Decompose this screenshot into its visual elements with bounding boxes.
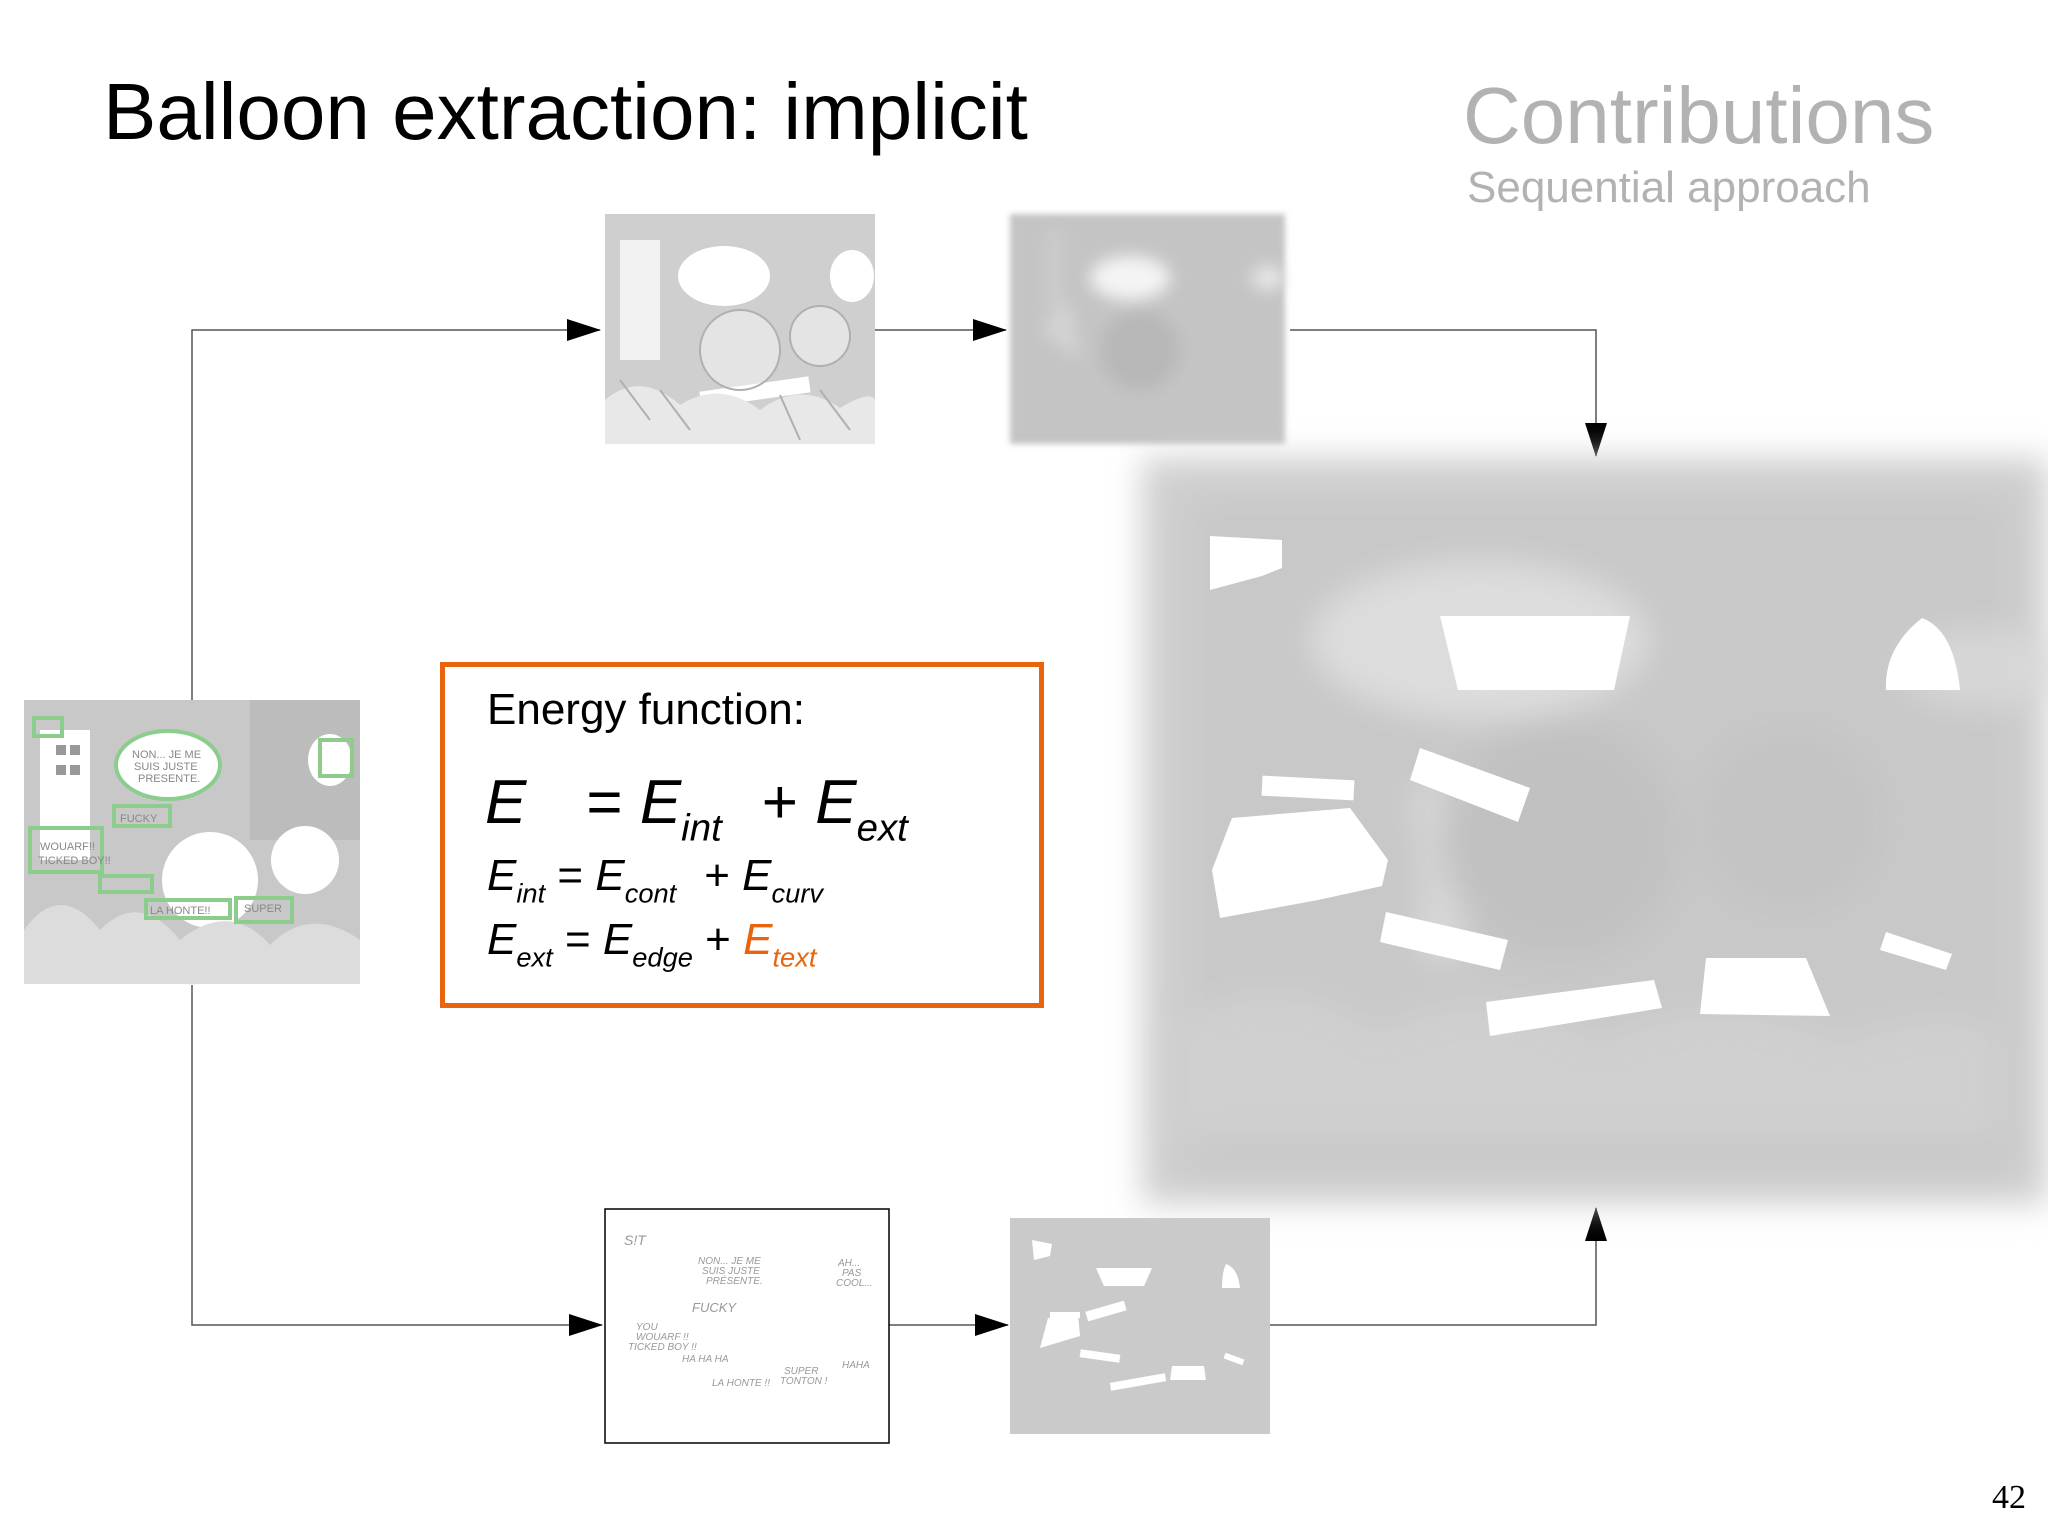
svg-text:SUPER: SUPER <box>784 1366 818 1377</box>
eq-symbol: E <box>743 915 773 964</box>
eq-symbol: E <box>639 768 682 837</box>
energy-function-box: Energy function: E= Eint+ Eext Eint = Ec… <box>440 662 1044 1008</box>
energy-heading: Energy function: <box>487 685 805 734</box>
eq-subscript: text <box>772 941 817 973</box>
svg-text:AH...: AH... <box>837 1258 860 1269</box>
energy-equation-external: Eext = Eedge + Etext <box>487 915 816 973</box>
smoothed-thumbnail <box>1010 214 1285 444</box>
svg-text:FUCKY: FUCKY <box>120 813 158 825</box>
svg-text:HA HA HA: HA HA HA <box>682 1354 729 1365</box>
arrow-to-top-thumb <box>191 319 601 700</box>
eq-symbol: E <box>815 768 857 837</box>
section-title: Contributions <box>1463 71 1935 160</box>
eq-symbol: E <box>742 851 772 900</box>
eq-subscript: curv <box>771 877 824 909</box>
eq-operator: + <box>704 851 730 900</box>
text-mask-thumbnail <box>1010 1218 1270 1434</box>
text-detection-thumbnail: S!T NON... JE ME SUIS JUSTE PRÉSENTE. AH… <box>604 1208 890 1444</box>
svg-text:HAHA: HAHA <box>842 1360 870 1371</box>
svg-text:S!T: S!T <box>624 1232 647 1248</box>
eq-symbol: E <box>602 915 633 964</box>
eq-subscript: ext <box>856 806 908 850</box>
eq-subscript: edge <box>632 941 693 973</box>
svg-text:LA HONTE!!: LA HONTE!! <box>150 905 211 917</box>
svg-text:PRÉSENTE.: PRÉSENTE. <box>706 1274 763 1287</box>
svg-text:SUIS JUSTE: SUIS JUSTE <box>702 1266 760 1277</box>
svg-text:YOU: YOU <box>636 1322 658 1333</box>
arrow-to-result-bottom <box>1270 1207 1607 1326</box>
svg-text:SUPER: SUPER <box>244 903 282 915</box>
eq-operator: = <box>557 851 584 900</box>
svg-text:LA HONTE !!: LA HONTE !! <box>712 1378 770 1389</box>
energy-equation-internal: Eint = Econt + Ecurv <box>487 851 823 909</box>
input-comic-thumbnail: NON... JE ME SUIS JUSTE PRESENTE. FUCKY … <box>24 700 360 984</box>
eq-symbol: E <box>487 915 517 964</box>
eq-subscript: int <box>516 877 546 909</box>
slide-title: Balloon extraction: implicit <box>103 67 1028 156</box>
svg-text:PAS: PAS <box>842 1268 862 1279</box>
svg-text:WOUARF !!: WOUARF !! <box>636 1332 689 1343</box>
svg-text:TICKED BOY!!: TICKED BOY!! <box>38 855 111 867</box>
svg-text:COOL...: COOL... <box>836 1278 873 1289</box>
section-subtitle: Sequential approach <box>1467 163 1871 212</box>
svg-text:WOUARF!!: WOUARF!! <box>40 841 95 853</box>
eq-symbol: E <box>485 768 527 837</box>
eq-symbol: E <box>487 851 517 900</box>
svg-text:SUIS JUSTE: SUIS JUSTE <box>134 761 198 773</box>
page-number: 42 <box>1992 1479 2026 1516</box>
eq-symbol: E <box>595 851 625 900</box>
svg-text:TICKED BOY !!: TICKED BOY !! <box>628 1342 697 1353</box>
arrow-to-result-top <box>1290 329 1607 457</box>
edge-map-thumbnail <box>605 214 875 444</box>
eq-operator: = <box>564 915 591 964</box>
eq-operator: + <box>761 768 798 837</box>
eq-text-term: Etext <box>743 915 816 972</box>
eq-subscript: ext <box>516 941 553 973</box>
svg-text:TONTON !: TONTON ! <box>780 1376 828 1387</box>
svg-text:FUCKY: FUCKY <box>692 1300 737 1315</box>
svg-text:NON... JE ME: NON... JE ME <box>698 1256 761 1267</box>
eq-operator: = <box>586 768 623 837</box>
svg-text:PRESENTE.: PRESENTE. <box>138 773 200 785</box>
connector-lines <box>191 319 1607 1336</box>
energy-equation-main: E= Eint+ Eext <box>485 767 908 850</box>
eq-subscript: cont <box>624 877 677 909</box>
arrow-to-bottom-thumb <box>191 985 603 1336</box>
svg-text:NON... JE ME: NON... JE ME <box>132 749 201 761</box>
eq-subscript: int <box>681 806 722 850</box>
balloon-result-image <box>1142 458 2048 1204</box>
eq-operator: + <box>705 915 731 964</box>
